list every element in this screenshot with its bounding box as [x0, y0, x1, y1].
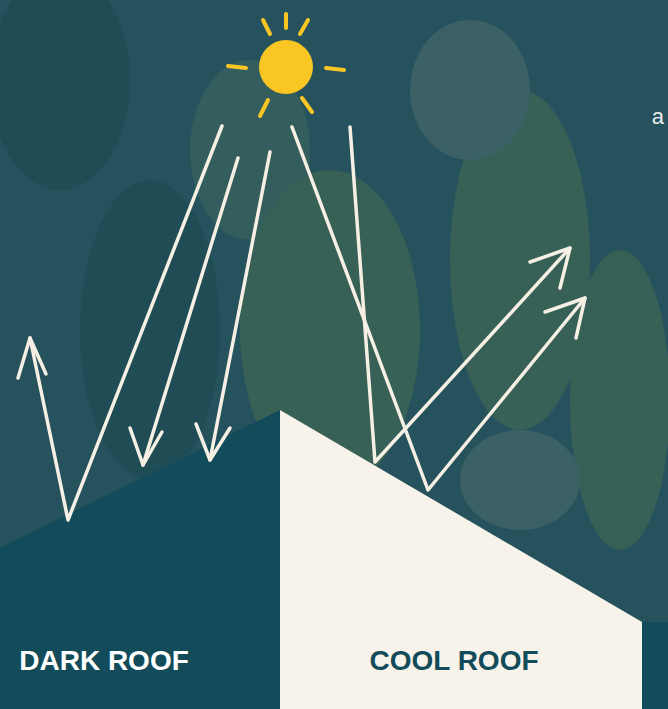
arrowhead: [18, 338, 46, 378]
roof-label: COOL ROOF: [369, 644, 538, 678]
absorbed-ray: [210, 152, 270, 460]
text-fragment: a: [652, 104, 664, 130]
arrowhead: [530, 248, 570, 288]
reflected-ray: [350, 127, 570, 462]
reflected-ray: [30, 126, 222, 520]
absorbed-ray: [143, 158, 238, 465]
arrowhead: [130, 428, 162, 465]
arrowhead: [545, 298, 585, 338]
arrowhead: [196, 424, 230, 460]
roof-label: DARK ROOF: [19, 644, 189, 678]
dark-roof: DARK ROOF: [0, 410, 280, 709]
cool-roof: COOL ROOF: [280, 410, 642, 709]
reflected-ray: [292, 127, 585, 490]
sun-icon: [228, 14, 344, 116]
